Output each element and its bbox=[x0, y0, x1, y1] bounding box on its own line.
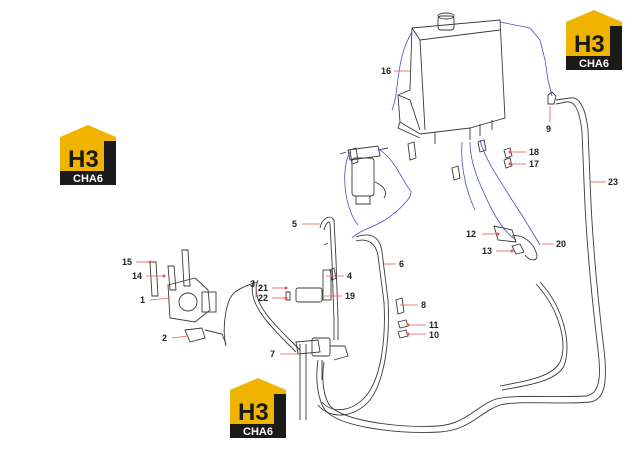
brand-logo-left: H3 CHA6 bbox=[60, 125, 116, 185]
logo-caption: CHA6 bbox=[73, 173, 103, 185]
logo-caption: CHA6 bbox=[579, 58, 609, 70]
brand-logo-bottom: H3 CHA6 bbox=[230, 378, 286, 438]
logo-letters: H3 bbox=[238, 399, 269, 426]
callout-21: 21 bbox=[258, 283, 268, 293]
callout-5: 5 bbox=[292, 219, 297, 229]
callout-19: 19 bbox=[345, 291, 355, 301]
hose-lines bbox=[344, 21, 553, 246]
pump-assembly bbox=[149, 249, 259, 347]
callout-4: 4 bbox=[347, 271, 352, 281]
logo-letters: H3 bbox=[68, 146, 99, 173]
callout-2: 2 bbox=[162, 333, 167, 343]
fuel-tank bbox=[397, 12, 506, 144]
callout-12: 12 bbox=[466, 229, 476, 239]
callout-leaders bbox=[136, 70, 606, 355]
callout-22: 22 bbox=[258, 293, 268, 303]
callout-10: 10 bbox=[429, 330, 439, 340]
callout-18: 18 bbox=[529, 147, 539, 157]
callout-23: 23 bbox=[608, 177, 618, 187]
callout-20: 20 bbox=[556, 239, 566, 249]
callout-7: 7 bbox=[270, 349, 275, 359]
callout-14: 14 bbox=[132, 271, 142, 281]
callout-labels: 1 2 3 4 5 6 7 8 9 10 11 12 13 14 15 16 1… bbox=[122, 66, 618, 359]
callout-1: 1 bbox=[140, 295, 145, 305]
callout-13: 13 bbox=[482, 246, 492, 256]
callout-17: 17 bbox=[529, 159, 539, 169]
callout-9: 9 bbox=[546, 124, 551, 134]
callout-8: 8 bbox=[421, 300, 426, 310]
callout-11: 11 bbox=[429, 320, 439, 330]
logo-caption: CHA6 bbox=[243, 426, 273, 438]
callout-16: 16 bbox=[381, 66, 391, 76]
valve-and-clamp bbox=[285, 269, 349, 420]
callout-15: 15 bbox=[122, 257, 132, 267]
callout-3: 3 bbox=[250, 279, 255, 289]
brand-logo-top-right: H3 CHA6 bbox=[566, 10, 622, 70]
fuel-pipes bbox=[251, 97, 606, 433]
fittings bbox=[323, 91, 557, 339]
callout-6: 6 bbox=[399, 259, 404, 269]
logo-letters: H3 bbox=[574, 31, 605, 58]
callout-dots bbox=[148, 150, 514, 336]
fuel-filter bbox=[339, 145, 389, 205]
